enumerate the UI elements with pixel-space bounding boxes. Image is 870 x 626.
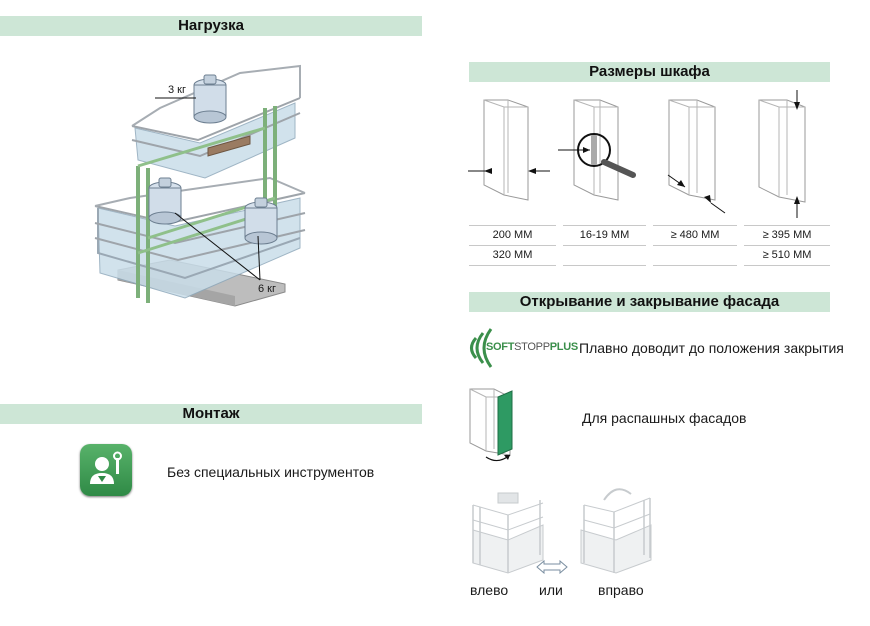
logo-stopp: STOPP bbox=[514, 341, 550, 353]
facade-title: Открывание и закрывание фасада bbox=[519, 293, 780, 310]
softstop-text: Плавно доводит до положения закрытия bbox=[579, 340, 844, 356]
bidirectional-arrow-icon bbox=[536, 560, 568, 574]
table-cell bbox=[563, 245, 646, 265]
left-mount-illustration bbox=[472, 492, 544, 574]
table-gap-3 bbox=[737, 224, 744, 266]
table-cell bbox=[653, 245, 737, 265]
weight-6kg-left bbox=[148, 177, 182, 225]
panel-thickness-diagram bbox=[558, 99, 636, 201]
swing-text: Для распашных фасадов bbox=[582, 410, 747, 426]
swing-door-icon bbox=[469, 388, 513, 462]
cabinet-section-header: Размеры шкафа bbox=[469, 62, 830, 82]
basket-load-illustration bbox=[94, 64, 306, 307]
label-6kg: 6 кг bbox=[258, 283, 276, 295]
cabinet-height-diagram bbox=[758, 90, 806, 218]
table-cell: 320 MM bbox=[492, 249, 533, 261]
logo-soft: SOFT bbox=[486, 341, 515, 353]
mount-section-header: Монтаж bbox=[0, 404, 422, 424]
weight-6kg-right bbox=[244, 197, 278, 245]
table-cell: ≥ 480 MM bbox=[670, 229, 720, 241]
no-tools-icon bbox=[80, 444, 132, 496]
cabinet-title: Размеры шкафа bbox=[589, 63, 710, 80]
cabinet-width-diagram bbox=[468, 99, 550, 201]
mount-title: Монтаж bbox=[182, 405, 240, 422]
mount-text: Без специальных инструментов bbox=[167, 464, 375, 480]
cabinet-depth-diagram bbox=[667, 99, 726, 214]
right-label: вправо bbox=[598, 582, 644, 598]
right-mount-illustration bbox=[580, 488, 652, 574]
softstopp-plus-logo: SOFTSTOPPPLUS bbox=[469, 325, 578, 371]
table-cell: 200 MM bbox=[492, 229, 533, 241]
table-cell: ≥ 395 MM bbox=[762, 229, 812, 241]
weight-3kg bbox=[193, 74, 227, 124]
table-gap-1 bbox=[556, 224, 563, 266]
left-label: влево bbox=[470, 582, 509, 598]
label-3kg: 3 кг bbox=[168, 84, 186, 96]
table-cell: ≥ 510 MM bbox=[762, 249, 812, 261]
load-title: Нагрузка bbox=[178, 17, 244, 34]
or-label: или bbox=[539, 582, 563, 598]
table-cell: 16-19 MM bbox=[579, 229, 630, 241]
logo-plus: PLUS bbox=[549, 341, 578, 353]
facade-section-header: Открывание и закрывание фасада bbox=[469, 292, 830, 312]
load-section-header: Нагрузка bbox=[0, 16, 422, 36]
softstopp-waves-icon bbox=[470, 328, 493, 368]
table-gap-2 bbox=[646, 224, 653, 266]
